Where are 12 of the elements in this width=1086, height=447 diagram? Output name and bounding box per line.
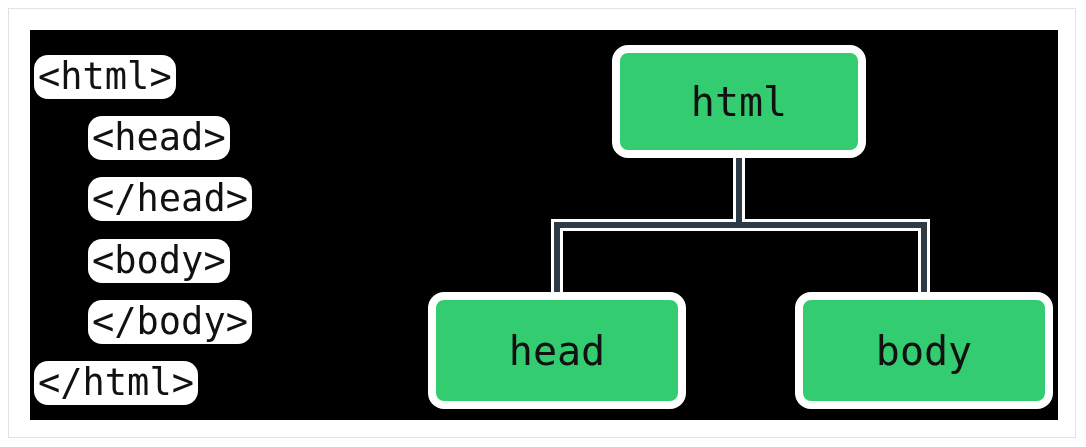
element-name: head [508,327,606,374]
element-box [612,45,866,158]
code-line: <html> [34,55,176,99]
element-name: html [690,78,788,125]
code-line: <head> [88,116,230,160]
code-line: </html> [34,361,198,405]
code-line: </body> [88,300,252,344]
element-name: body [875,327,973,374]
element-box [428,292,686,409]
code-line: </head> [88,177,252,221]
code-line: <body> [88,239,230,283]
element-box [795,292,1053,409]
